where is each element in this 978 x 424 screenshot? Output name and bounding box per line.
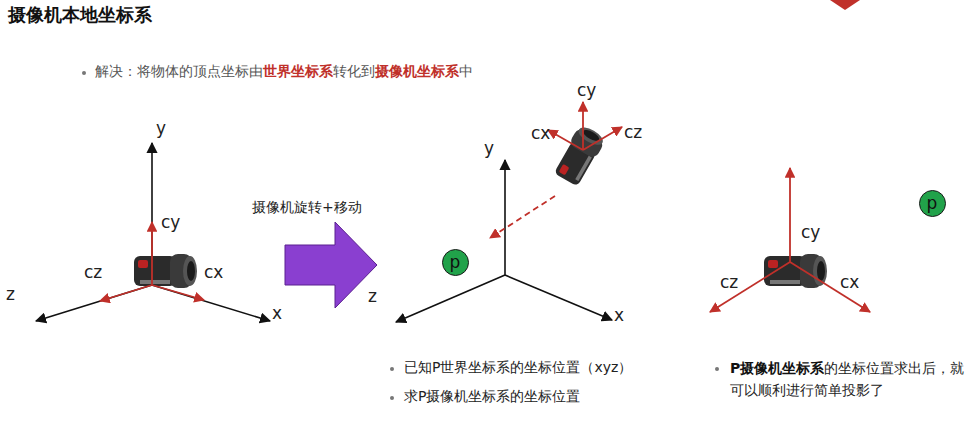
bullet-dots — [82, 71, 719, 400]
camera-icon — [552, 123, 607, 187]
axis-label: cx — [531, 123, 550, 143]
text-line: 解决：将物体的顶点坐标由世界坐标系转化到摄像机坐标系中 — [95, 60, 473, 82]
axis-label: cx — [204, 262, 223, 282]
axis-label: cy — [801, 222, 820, 242]
world-axes-middle — [396, 160, 612, 322]
camera-axes-right — [710, 168, 870, 312]
text-line: P摄像机坐标系的坐标位置求出后，就可以顺利进行简单投影了 — [730, 357, 974, 402]
point-label: p — [450, 254, 461, 271]
camera-icon — [134, 254, 197, 288]
axis-label: cy — [577, 80, 596, 100]
text-run: 世界坐标系 — [263, 63, 333, 79]
axis-label: y — [156, 118, 166, 138]
axis-label: z — [368, 286, 377, 306]
axis-label: y — [484, 138, 494, 158]
axis-label: cz — [720, 272, 738, 292]
transform-arrow — [285, 222, 377, 308]
note-text: 求P摄像机坐标系的坐标位置 — [404, 388, 580, 405]
axis-label: x — [272, 303, 282, 323]
text-run: P摄像机坐标系 — [730, 360, 824, 376]
note-text: 已知P世界坐标系的坐标位置（xyz） — [404, 359, 632, 376]
axis-label: z — [6, 284, 15, 304]
point-circle: p — [442, 249, 469, 276]
slide-title: 摄像机本地坐标系 — [8, 4, 152, 26]
axis-label: cz — [624, 122, 642, 142]
axis-label: cy — [161, 212, 180, 232]
text-run: 转化到 — [333, 63, 375, 79]
axis-label: cz — [84, 262, 102, 282]
text-run: 解决：将物体的顶点坐标由 — [95, 63, 263, 79]
camera-axes-left — [100, 222, 204, 301]
corner-mark — [830, 0, 860, 10]
camera-icon — [764, 254, 827, 288]
text-run: 中 — [459, 63, 473, 79]
point-label: p — [927, 195, 938, 212]
axis-label: cx — [840, 272, 859, 292]
note-text: 摄像机旋转+移动 — [252, 199, 362, 216]
world-axes-left — [36, 143, 270, 321]
axis-label: x — [614, 305, 624, 325]
point-circle: p — [919, 190, 946, 217]
camera-axes-middle — [490, 102, 622, 238]
text-run: 摄像机坐标系 — [375, 63, 459, 79]
